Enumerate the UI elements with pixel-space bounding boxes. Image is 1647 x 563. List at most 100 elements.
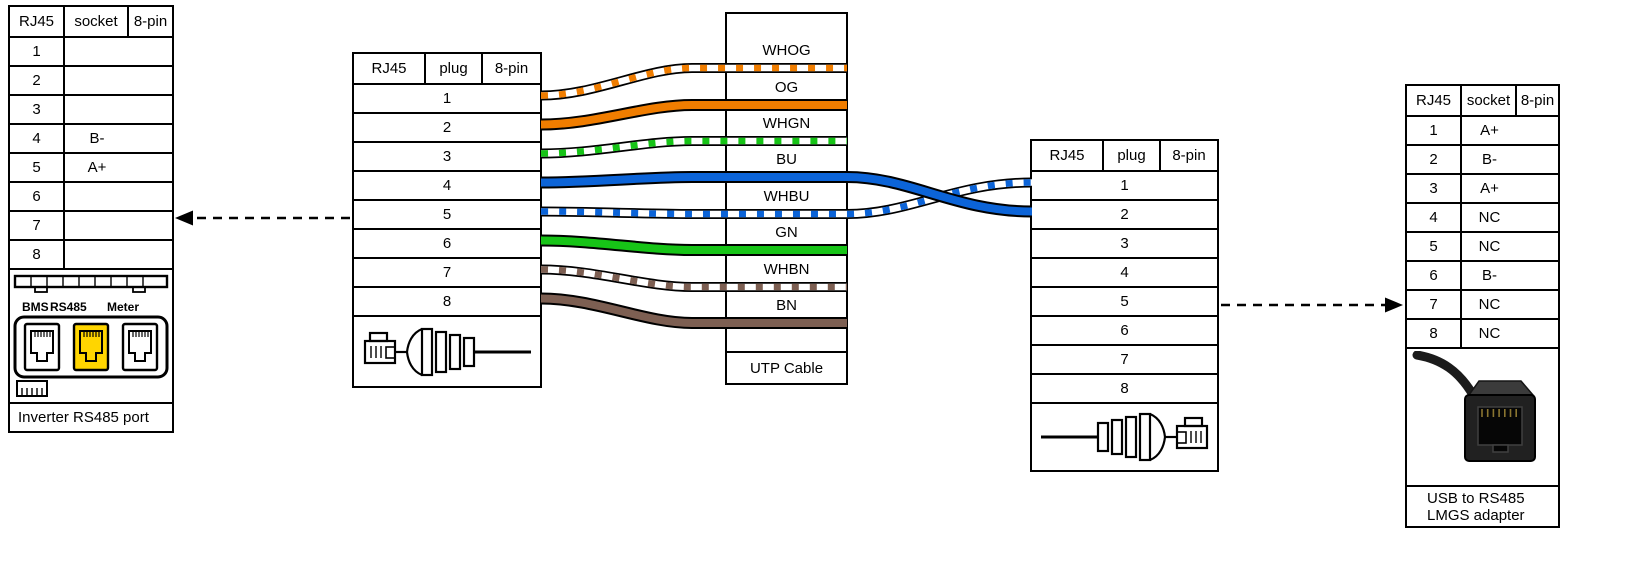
- header-rj45: RJ45: [1032, 141, 1104, 170]
- pin-number: 5: [1407, 233, 1462, 260]
- right-plug-row-4: 4: [1032, 257, 1217, 286]
- pin-empty-cell: [1517, 204, 1558, 231]
- pin-number: 1: [10, 38, 65, 65]
- pin-number: 8: [442, 293, 452, 310]
- left-caption: Inverter RS485 port: [10, 402, 172, 431]
- header-socket: socket: [65, 7, 129, 36]
- cable-label-whbu: WHBU: [763, 188, 810, 205]
- pin-empty-cell: [129, 183, 172, 210]
- right-plug-row-8: 8: [1032, 373, 1217, 402]
- right-plug-row-7: 7: [1032, 344, 1217, 373]
- right-caption-line1: USB to RS485: [1427, 489, 1525, 507]
- pin-signal: [65, 67, 129, 94]
- pin-number: 3: [1120, 235, 1129, 252]
- pin-signal: [65, 96, 129, 123]
- right-caption: USB to RS485 LMGS adapter: [1407, 485, 1558, 526]
- pin-empty-cell: [129, 241, 172, 268]
- pin-number: 5: [1120, 293, 1129, 310]
- pin-number: 6: [442, 235, 452, 252]
- cable-label-gn: GN: [775, 224, 798, 241]
- port-label-bms: BMS: [22, 300, 49, 314]
- rs485-jack-icon: [72, 322, 110, 372]
- pin-empty-cell: [129, 125, 172, 152]
- left-plug-row-7: 7: [354, 257, 540, 286]
- pin-number: 3: [10, 96, 65, 123]
- pin-number: 1: [1407, 117, 1462, 144]
- left-socket-row-6: 6: [10, 181, 172, 210]
- pin-empty-cell: [1517, 320, 1558, 347]
- right-socket-row-1: 1 A+: [1407, 115, 1558, 144]
- header-8pin: 8-pin: [1172, 147, 1206, 164]
- pin-signal: A+: [1480, 122, 1499, 139]
- pin-signal: NC: [1478, 209, 1501, 226]
- pin-number: 3: [1407, 175, 1462, 202]
- left-plug-row-2: 2: [354, 112, 540, 141]
- port-label-rs485: RS485: [50, 300, 87, 314]
- pin-signal: B-: [89, 130, 105, 147]
- pin-number: 4: [10, 125, 65, 152]
- pin-empty-cell: [1517, 146, 1558, 173]
- pin-number: 1: [1120, 177, 1129, 194]
- pin-signal: [65, 38, 129, 65]
- small-connector-icon: [16, 380, 48, 397]
- pin-empty-cell: [129, 212, 172, 239]
- cable-label-whgn: WHGN: [762, 115, 811, 132]
- left-plug-row-5: 5: [354, 199, 540, 228]
- pin-signal: [65, 212, 129, 239]
- pin-number: 7: [1407, 291, 1462, 318]
- pin-number: 3: [442, 148, 452, 165]
- pin-signal: A+: [87, 159, 107, 176]
- header-rj45: RJ45: [10, 7, 65, 36]
- pin-empty-cell: [1517, 175, 1558, 202]
- left-plug-table-header: RJ45 plug 8-pin: [354, 54, 540, 83]
- pin-empty-cell: [1517, 233, 1558, 260]
- left-socket-row-3: 3: [10, 94, 172, 123]
- arrow-to-adapter: [1221, 297, 1403, 313]
- pin-number: 4: [442, 177, 452, 194]
- pin-number: 5: [442, 206, 452, 223]
- cable-label-whog: WHOG: [762, 42, 811, 59]
- cable-label-bu: BU: [776, 151, 797, 168]
- pin-signal: NC: [1478, 238, 1501, 255]
- utp-cable-cell: UTP Cable: [727, 351, 846, 383]
- header-socket: socket: [1462, 86, 1517, 115]
- right-socket-table-header: RJ45 socket 8-pin: [1407, 86, 1558, 115]
- pin-number: 8: [1407, 320, 1462, 347]
- left-socket-row-7: 7: [10, 210, 172, 239]
- right-plug-row-1: 1: [1032, 170, 1217, 199]
- pin-number: 2: [1407, 146, 1462, 173]
- meter-jack-icon: [121, 322, 159, 372]
- left-socket-row-1: 1: [10, 36, 172, 65]
- left-plug-table: RJ45 plug 8-pin 1 2 3 4 5 6 7 8: [352, 52, 542, 388]
- right-caption-line2: LMGS adapter: [1427, 506, 1525, 524]
- pin-number: 1: [442, 90, 452, 107]
- header-plug: plug: [1104, 141, 1161, 170]
- left-socket-row-2: 2: [10, 65, 172, 94]
- pin-number: 2: [10, 67, 65, 94]
- wire-bu-crossover: [846, 171, 1033, 218]
- left-plug-rows: 1 2 3 4 5 6 7 8: [354, 83, 540, 315]
- wire-whbu-crossover: [846, 177, 1033, 219]
- inverter-panel-drawing: BMS RS485 Meter: [13, 274, 169, 397]
- pin-number: 2: [1120, 206, 1129, 223]
- left-socket-row-5: 5 A+: [10, 152, 172, 181]
- pin-number: 5: [10, 154, 65, 181]
- pin-empty-cell: [129, 154, 172, 181]
- left-plug-row-6: 6: [354, 228, 540, 257]
- right-plug-row-3: 3: [1032, 228, 1217, 257]
- usb-rs485-adapter-image: [1412, 351, 1536, 462]
- pin-empty-cell: [129, 67, 172, 94]
- pin-number: 6: [1120, 322, 1129, 339]
- pin-number: 4: [1120, 264, 1129, 281]
- cable-label-bn: BN: [776, 297, 797, 314]
- header-8pin: 8-pin: [1520, 92, 1555, 109]
- pin-signal: B-: [1482, 151, 1497, 168]
- left-socket-row-8: 8: [10, 239, 172, 268]
